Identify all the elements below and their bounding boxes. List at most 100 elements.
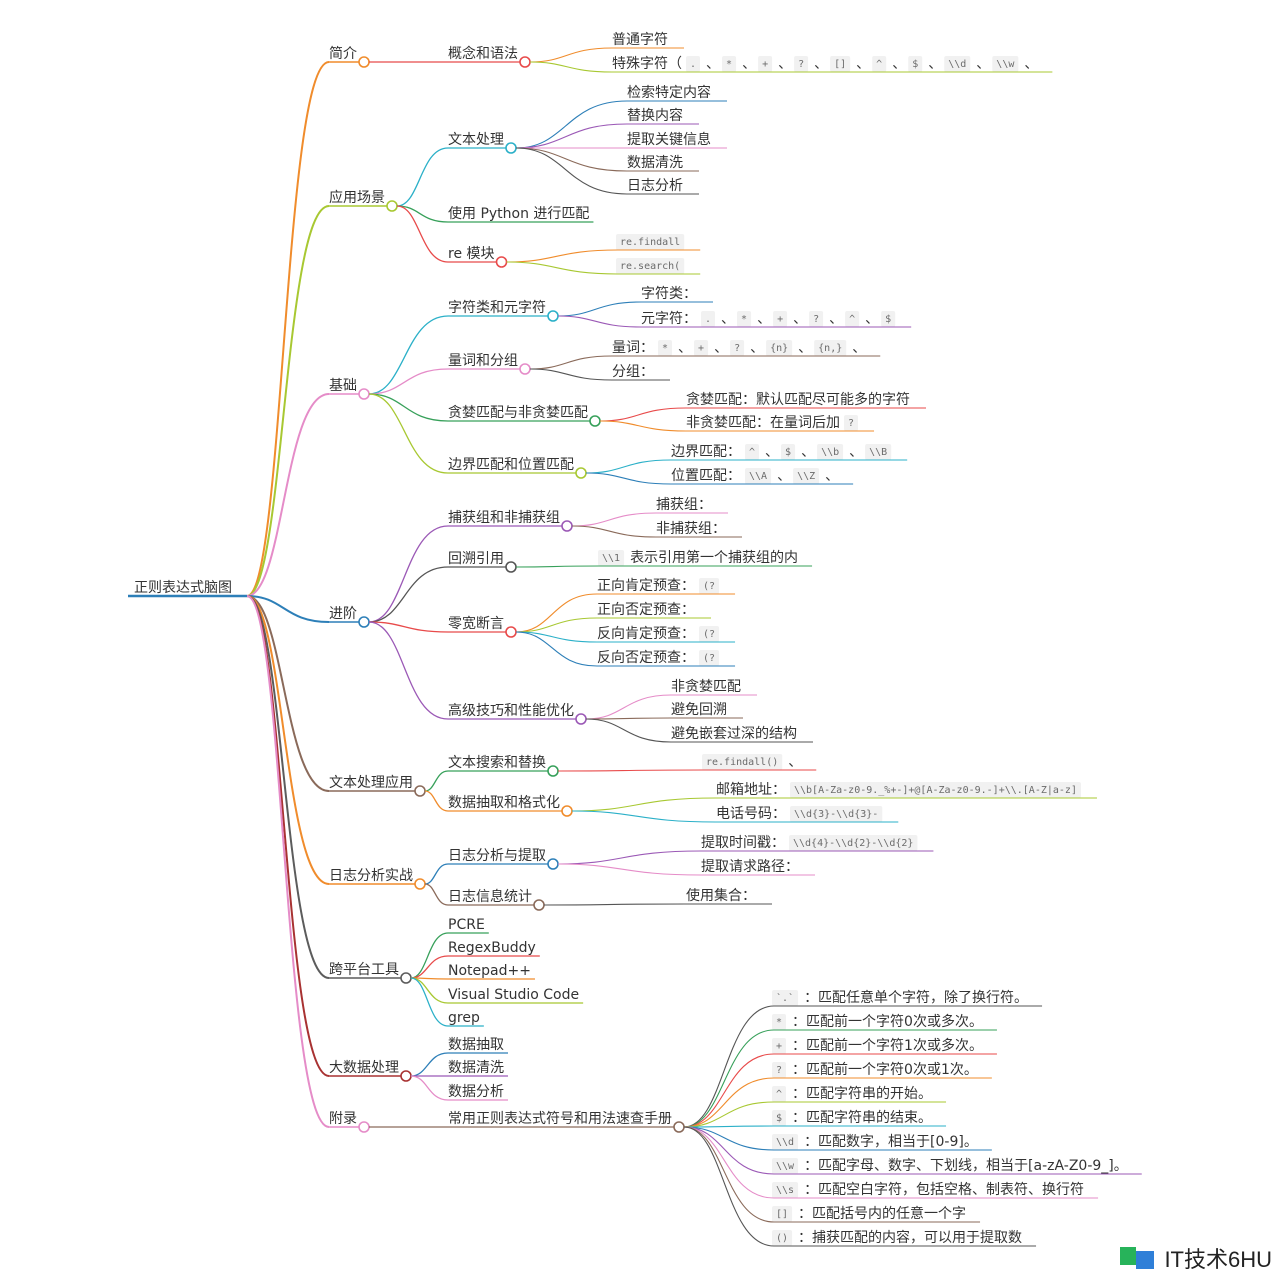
leaf-node[interactable]: 分组： [612, 364, 654, 380]
leaf-node-text: 非贪婪匹配 [671, 679, 741, 695]
leaf-node[interactable]: ^：匹配字符串的开始。 [772, 1086, 932, 1102]
branch-node[interactable]: 进阶 [329, 606, 357, 622]
branch-node[interactable]: 基础 [329, 377, 357, 394]
leaf-node[interactable]: 捕获组： [656, 497, 712, 513]
code-snippet: . [705, 314, 711, 325]
leaf-node[interactable]: re.search( [616, 258, 685, 274]
topic-node[interactable]: 边界匹配和位置匹配 [448, 457, 574, 473]
leaf-node[interactable]: \\d：匹配数字，相当于[0-9]。 [772, 1134, 978, 1150]
leaf-node[interactable]: 邮箱地址：\\b[A-Za-z0-9._%+-]+@[A-Za-z0-9.-]+… [716, 782, 1081, 798]
topic-node[interactable]: RegexBuddy [448, 940, 536, 956]
topic-node[interactable]: grep [448, 1010, 480, 1026]
branch-node[interactable]: 跨平台工具 [329, 962, 399, 978]
topic-node[interactable]: 数据清洗 [448, 1060, 504, 1076]
topic-connector [410, 1052, 449, 1077]
topic-node[interactable]: 捕获组和非捕获组 [448, 510, 560, 526]
topic-node[interactable]: 零宽断言 [448, 615, 504, 632]
code-snippet: [] [776, 1209, 788, 1220]
leaf-node[interactable]: 特殊字符（.、*、+、?、[]、^、$、\\d、\\w、 [612, 56, 1038, 72]
leaf-node[interactable]: 非贪婪匹配：在量词后加? [686, 415, 859, 431]
branch-node[interactable]: 文本处理应用 [329, 774, 413, 791]
leaf-node[interactable]: 提取时间戳：\\d{4}-\\d{2}-\\d{2} [701, 835, 918, 851]
branch-node[interactable]: 简介 [329, 45, 357, 62]
leaf-node[interactable]: 元字符：.、*、+、?、^、$ [641, 311, 896, 327]
topic-connector [368, 315, 449, 395]
topic-node[interactable]: 使用 Python 进行匹配 [448, 205, 589, 222]
branch-connector [246, 393, 330, 597]
topic-node[interactable]: 贪婪匹配与非贪婪匹配 [448, 405, 588, 421]
leaf-node-text: 避免回溯 [671, 702, 727, 718]
leaf-node[interactable]: 边界匹配：^、$、\\b、\\B [671, 444, 892, 460]
leaf-node[interactable]: 避免回溯 [671, 702, 727, 718]
leaf-node[interactable]: +：匹配前一个字符1次或多次。 [772, 1037, 983, 1054]
topic-node[interactable]: Visual Studio Code [448, 987, 579, 1003]
topic-node[interactable]: Notepad++ [448, 963, 531, 979]
topic-node-dot [519, 363, 531, 375]
topic-node-text: 使用 Python 进行匹配 [448, 205, 589, 222]
leaf-node[interactable]: 贪婪匹配：默认匹配尽可能多的字符 [686, 391, 910, 408]
topic-node[interactable]: 高级技巧和性能优化 [448, 702, 574, 719]
leaf-node[interactable]: 替换内容 [627, 107, 683, 124]
leaf-node[interactable]: ?：匹配前一个字符0次或1次。 [772, 1061, 978, 1078]
topic-node[interactable]: PCRE [448, 917, 485, 933]
leaf-node[interactable]: 非捕获组： [656, 521, 726, 537]
topic-node[interactable]: re 模块 [448, 246, 495, 262]
leaf-node[interactable]: 数据清洗 [627, 155, 683, 171]
leaf-node[interactable]: \\s：匹配空白字符，包括空格、制表符、换行符 [772, 1181, 1084, 1198]
topic-node[interactable]: 日志分析与提取 [448, 848, 546, 864]
branch-connector [246, 595, 330, 792]
leaf-node[interactable]: 电话号码：\\d{3}-\\d{3}- [716, 806, 883, 822]
topic-node[interactable]: 数据抽取 [448, 1037, 504, 1053]
topic-node[interactable]: 字符类和元字符 [448, 300, 546, 316]
leaf-node[interactable]: \\w：匹配字母、数字、下划线，相当于[a-zA-Z0-9_]。 [772, 1158, 1128, 1174]
leaf-node[interactable]: *：匹配前一个字符0次或多次。 [772, 1013, 983, 1030]
branch-node[interactable]: 附录 [329, 1111, 357, 1127]
leaf-node[interactable]: 反向肯定预查：(? [597, 626, 720, 642]
branch-node[interactable]: 应用场景 [329, 189, 385, 206]
leaf-node[interactable]: 非贪婪匹配 [671, 679, 741, 695]
topic-node-text: 文本处理 [448, 132, 504, 148]
leaf-node[interactable]: re.findall()、 [702, 754, 802, 770]
leaf-node[interactable]: 字符类： [641, 286, 697, 302]
leaf-node[interactable]: 位置匹配：\\A、\\Z、 [671, 468, 839, 484]
topic-node[interactable]: 文本搜索和替换 [448, 754, 546, 771]
topic-node[interactable]: 量词和分组 [448, 353, 518, 369]
leaf-node[interactable]: ()：捕获匹配的内容，可以用于提取数 [772, 1229, 1022, 1246]
leaf-node[interactable]: $：匹配字符串的结束。 [772, 1110, 932, 1126]
root-node-label[interactable]: 正则表达式脑图 [134, 580, 232, 596]
topic-node-dot [575, 713, 587, 725]
topic-connector [396, 205, 449, 223]
code-snippet: $ [785, 447, 791, 458]
leaf-node[interactable]: 量词：*、+、?、{n}、{n,}、 [612, 340, 866, 356]
code-chip [944, 56, 971, 72]
topic-node[interactable]: 数据分析 [448, 1084, 504, 1100]
code-snippet: [] [834, 59, 846, 70]
branch-node[interactable]: 日志分析实战 [329, 868, 413, 884]
topic-node[interactable]: 概念和语法 [448, 45, 518, 62]
topic-node[interactable]: 数据抽取和格式化 [448, 795, 560, 811]
leaf-node[interactable]: `.`：匹配任意单个字符，除了换行符。 [772, 989, 1028, 1006]
topic-node[interactable]: 日志信息统计 [448, 888, 532, 905]
branch-node[interactable]: 大数据处理 [329, 1060, 399, 1076]
leaf-node[interactable]: 正向否定预查： [597, 602, 695, 618]
leaf-node[interactable]: 普通字符 [612, 32, 668, 48]
leaf-node[interactable]: 避免嵌套过深的结构 [671, 726, 797, 742]
leaf-connector [683, 1101, 775, 1128]
leaf-node[interactable]: 检索特定内容 [627, 84, 711, 101]
leaf-node[interactable]: 反向否定预查：(? [597, 650, 720, 666]
leaf-node[interactable]: []：匹配括号内的任意一个字 [772, 1205, 966, 1222]
code-chip [772, 1110, 787, 1126]
topic-node[interactable]: 常用正则表达式符号和用法速查手册 [448, 1111, 672, 1127]
code-chip [730, 340, 745, 356]
leaf-node[interactable]: 提取请求路径： [701, 859, 799, 875]
leaf-connector [515, 617, 598, 633]
leaf-node[interactable]: 使用集合： [686, 887, 756, 904]
code-chip [772, 1014, 787, 1030]
topic-node[interactable]: 回溯引用 [448, 551, 504, 567]
leaf-node[interactable]: 日志分析 [627, 178, 683, 194]
leaf-node[interactable]: 正向肯定预查：(? [597, 578, 720, 594]
leaf-node[interactable]: 提取关键信息 [627, 131, 711, 148]
leaf-node[interactable]: re.findall [616, 234, 685, 250]
topic-node[interactable]: 文本处理 [448, 132, 504, 148]
